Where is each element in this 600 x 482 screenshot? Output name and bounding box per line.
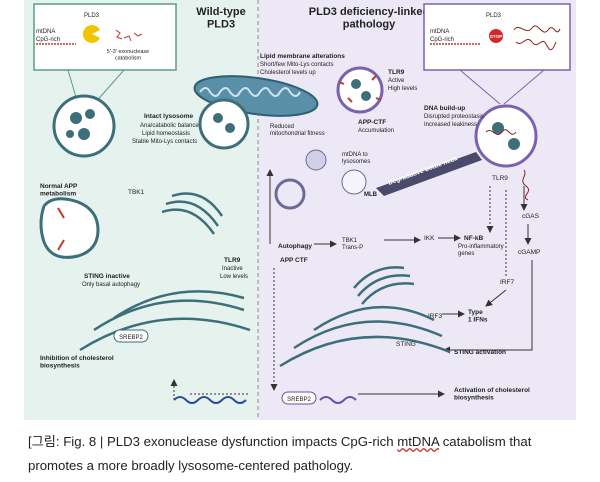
inset-right-cpg: CpG-rich	[430, 37, 454, 43]
app-ctf-label: APP CTF	[280, 257, 308, 264]
caption-prefix: [그림: Fig. 8 | PLD3 exonuclease dysfuncti…	[28, 434, 398, 449]
cgas-label: cGAS	[522, 213, 540, 220]
golgi-left	[161, 192, 224, 235]
inset-right: mtDNA CpG-rich PLD3 STOP	[423, 3, 571, 105]
lysosome-tlr9	[336, 66, 384, 114]
srebp2-left: SREBP2	[119, 335, 143, 341]
dna-right	[319, 396, 357, 404]
tbk1-left: TBK1	[128, 189, 145, 196]
irf3-label: IRF3	[428, 313, 442, 320]
lipid-line-2: Cholesterol levels up	[260, 70, 316, 76]
er-left	[79, 290, 251, 352]
srebp2-left-box	[113, 329, 149, 343]
dna-left	[173, 396, 247, 404]
er-right	[279, 305, 451, 368]
sting-left-line: Only basal autophagy	[82, 282, 140, 288]
caption-suffix: catabolism that promotes a more broadly …	[28, 434, 532, 473]
lysosome-intact-line-3: Stable Mito-Lys contacts	[132, 139, 197, 145]
inset-right-mtdna: mtDNA	[430, 29, 449, 35]
sting-right: STING	[396, 341, 416, 348]
autophagy-label: Autophagy	[278, 243, 312, 250]
figure-caption: [그림: Fig. 8 | PLD3 exonuclease dysfuncti…	[28, 430, 584, 478]
tlr9-right-line-2: High levels	[388, 86, 417, 92]
tlr9-left-line-1: Inactive	[222, 266, 243, 272]
lipid-title: Lipid membrane alterations	[260, 53, 345, 60]
tlr9-mid: TLR9	[492, 175, 508, 182]
golgi-right	[353, 266, 415, 305]
inset-right-enzyme: PLD3	[486, 13, 502, 19]
lysosome-dna-buildup	[474, 104, 538, 201]
sting-left-title: STING inactive	[84, 273, 130, 280]
lysosome-intact-title: Intact lysosome	[144, 113, 194, 120]
dna-buildup-line-2: Increased leakiness	[424, 122, 477, 128]
srebp2-right: SREBP2	[287, 397, 311, 403]
tlr9-right-title: TLR9	[388, 69, 405, 76]
pld3-enzyme-icon	[82, 24, 100, 43]
stop-sign-icon	[489, 29, 503, 43]
lipid-line-1: Short/few Mito-Lys contacts	[260, 62, 333, 68]
cgamp-label: cGAMP	[518, 249, 540, 256]
lysosome-intact	[52, 94, 116, 158]
lysosome-intact-2	[198, 98, 250, 150]
ikk-label: IKK	[424, 235, 435, 242]
inset-right-stop: STOP	[490, 34, 502, 39]
sting-activation: STING activation	[454, 349, 506, 356]
inset-left-mtdna: mtDNA	[36, 29, 55, 35]
tlr9-left-title: TLR9	[224, 257, 241, 264]
app-ctf-acc-title: APP-CTF	[358, 119, 386, 126]
caption-underlined: mtDNA	[397, 434, 440, 449]
lysosome-intact-line-2: Lipid homeostasis	[142, 131, 190, 137]
irf7-label: IRF7	[500, 279, 514, 286]
inset-left-cpg: CpG-rich	[36, 37, 60, 43]
lysosome-intact-line-1: Ana/catabolic balance	[140, 123, 199, 129]
mlb-label: MLB	[364, 192, 378, 198]
tlr9-left-line-2: Low levels	[220, 274, 248, 280]
pathway-arrows	[170, 169, 533, 400]
inset-left-enzyme: PLD3	[84, 13, 100, 19]
srebp2-right-box	[281, 391, 317, 405]
tlr9-right-line-1: Active	[388, 78, 405, 84]
endosome-left	[39, 197, 100, 259]
nfkb-label: NF-kB	[464, 235, 483, 242]
dna-buildup-title: DNA build-up	[424, 105, 465, 112]
app-ctf-acc-line: Accumulation	[358, 128, 394, 134]
dna-buildup-line-1: Disrupted proteostasis	[424, 114, 484, 120]
